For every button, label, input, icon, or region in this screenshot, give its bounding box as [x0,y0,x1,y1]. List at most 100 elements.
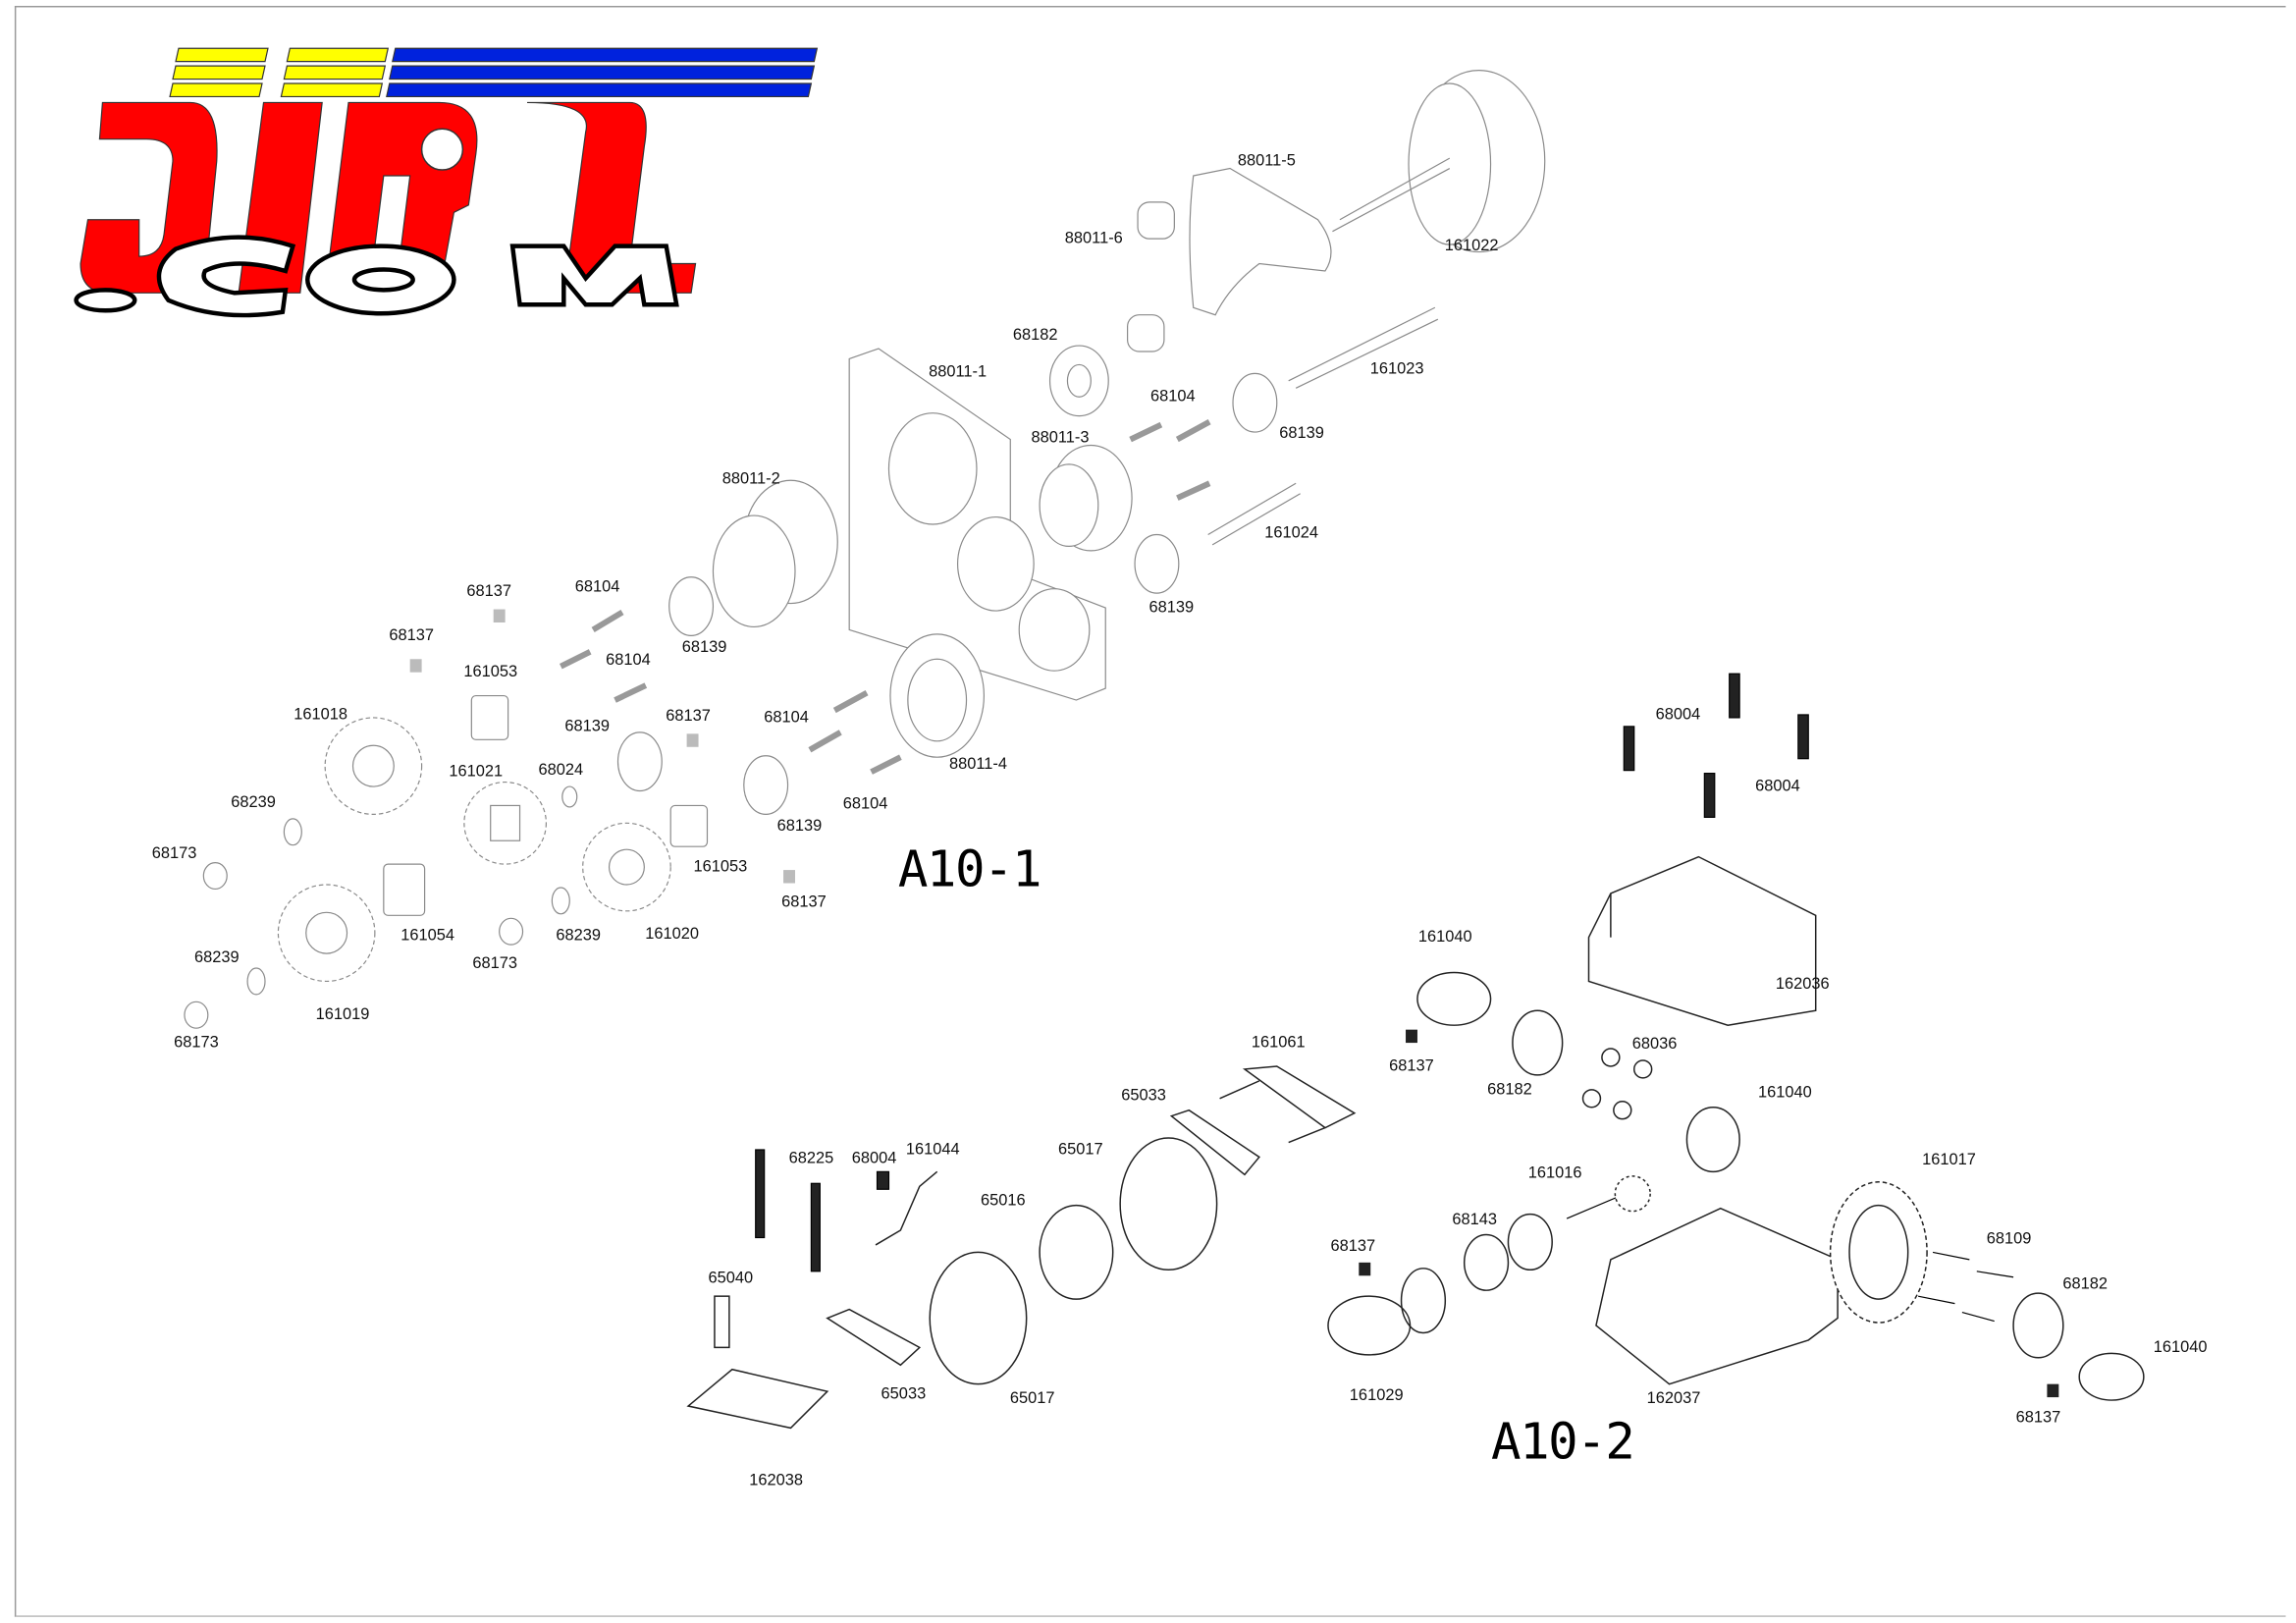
diff-case-bottom-162037 [1595,1207,1839,1385]
part-label: 161024 [1264,524,1319,542]
part-label: 68137 [389,626,434,645]
bearing-housing-88011-2 [712,479,838,628]
part-label: 68137 [2015,1409,2061,1427]
part-label: 65017 [1058,1141,1103,1159]
part-label: 68137 [466,582,512,601]
part-label: 68137 [1330,1237,1376,1256]
screws-68109 [1918,1251,2014,1323]
part-label: 65017 [1009,1389,1055,1408]
brake-cam-161061 [1219,1065,1357,1144]
part-label: 65016 [980,1192,1026,1211]
set-screws-68137 [1359,1029,2059,1398]
nuts-68036 [1581,1048,1653,1120]
part-label: 68139 [681,638,727,657]
shaft-161023 [1288,306,1439,389]
part-label: 68104 [764,708,809,727]
outdrive-161040 [1416,971,2145,1401]
part-label: 65033 [1121,1086,1166,1105]
part-label: 68036 [1631,1035,1678,1054]
part-label: 68173 [151,844,197,863]
part-label: 88011-5 [1237,152,1296,171]
part-label: 161019 [315,1005,370,1024]
section-title-a10-2: A10-2 [1491,1413,1635,1473]
part-label: 161016 [1527,1163,1582,1182]
part-label: 88011-4 [948,755,1007,774]
part-label: 68004 [1655,705,1701,724]
pinion-161016 [1566,1175,1651,1219]
part-label: 68137 [781,893,827,911]
outdrive-161029 [1327,1295,1412,1356]
set-screws-68137 [409,609,795,884]
hubs-and-spacers [184,694,709,1029]
part-label: 65033 [881,1385,927,1404]
part-label: 88011-3 [1031,429,1090,447]
clutch-mount-88011-5 [1189,167,1332,316]
brake-discs-65017 [929,1137,1218,1385]
part-label: 68239 [193,948,240,967]
part-label: 161040 [2153,1338,2208,1357]
part-label: 68182 [1012,326,1058,345]
pin-65040 [714,1295,730,1349]
part-label: 68239 [556,927,602,946]
part-label: 88011-1 [929,362,988,381]
bearing-housing-88011-3 [1039,444,1133,552]
part-label: 161029 [1349,1386,1404,1405]
part-label: 68173 [174,1034,219,1053]
part-label: 68182 [1487,1080,1532,1099]
part-label: 68143 [1452,1211,1497,1229]
brake-hub-65016 [1039,1204,1114,1300]
part-label: 161018 [294,705,348,724]
part-label: 68004 [1755,778,1800,795]
part-label: 68104 [574,578,620,597]
part-label: 68104 [1150,388,1196,406]
part-label: 68137 [1389,1057,1434,1075]
part-label: 88011-2 [721,469,780,488]
section-title-a10-1: A10-1 [897,840,1042,899]
part-label: 161040 [1757,1083,1812,1102]
spacer-88011-6 [1127,201,1175,352]
part-label: 162038 [749,1472,803,1490]
part-label: 68024 [538,761,584,780]
flywheel-161022 [1332,70,1546,253]
gear-plate-88011-1 [848,348,1106,701]
bracket-162038 [686,1368,829,1430]
page-border [14,5,2286,1617]
part-label: 68139 [1279,424,1324,443]
part-label: 161017 [1922,1151,1976,1169]
part-label: 68137 [666,707,711,726]
logo-5trc [74,47,819,318]
part-label: 68182 [2062,1275,2108,1294]
part-label: 65040 [708,1270,754,1288]
part-label: 68139 [776,817,823,836]
brake-pads-65033 [826,1109,1260,1367]
part-label: 68004 [851,1149,897,1167]
part-label: 68139 [1148,599,1195,618]
part-label: 88011-6 [1064,230,1123,248]
part-label: 68139 [564,717,610,735]
part-label: 162037 [1646,1389,1701,1408]
part-label: 161040 [1417,928,1472,947]
circlip [1400,1268,1447,1334]
part-label: 161044 [905,1141,960,1159]
diff-case-top-162036 [1587,855,1817,1026]
part-label: 68173 [472,954,518,973]
gears [277,717,671,983]
part-label: 161054 [400,927,454,946]
bearing-housing-88011-4 [889,633,986,758]
part-label: 68104 [606,651,651,670]
screws-68004 [876,673,1809,1190]
part-label: 68104 [842,794,888,813]
shaft-161024 [1207,482,1301,546]
screws-68104 [559,418,1211,775]
part-label: 68109 [1986,1230,2032,1248]
bearings-68139 [616,372,1278,815]
bearings-68182 [1463,1009,2064,1359]
part-label: 161053 [463,663,518,681]
ring-gear-161017 [1829,1181,1928,1324]
bolts-68225 [755,1149,821,1272]
part-label: 161023 [1369,359,1424,378]
part-label: 68239 [231,793,276,812]
part-label: 161021 [449,763,504,782]
